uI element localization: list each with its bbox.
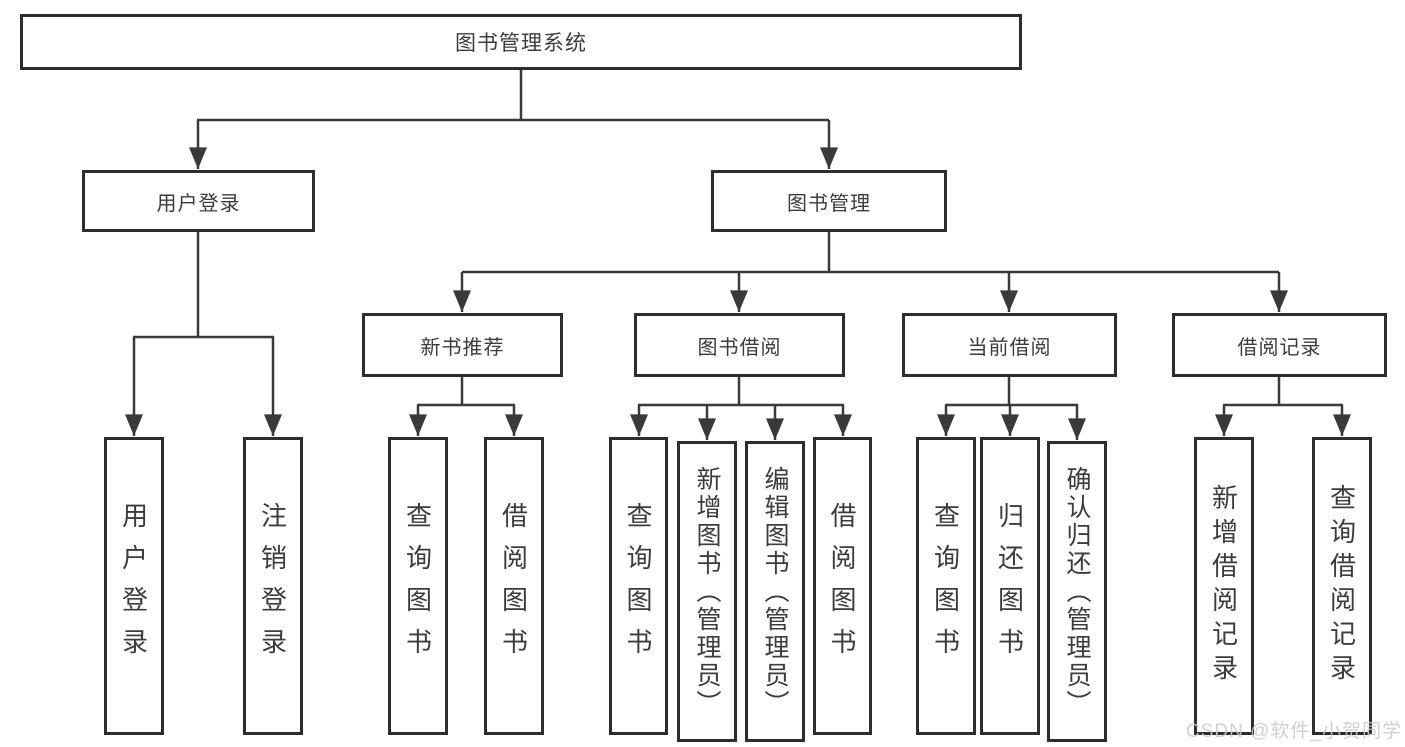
node-book-borrow: 图书借阅 bbox=[634, 313, 845, 377]
leaf-return-books: 归还图书 bbox=[980, 437, 1040, 735]
leaf-logout: 注销登录 bbox=[243, 437, 303, 735]
leaf-add-borrow-record: 新增借阅记录 bbox=[1194, 437, 1254, 735]
connector-current-borrow bbox=[937, 377, 1086, 440]
node-borrow-records: 借阅记录 bbox=[1172, 313, 1387, 377]
leaf-query-books-2: 查询图书 bbox=[609, 437, 668, 735]
leaf-borrow-books-2: 借阅图书 bbox=[813, 437, 872, 735]
leaf-query-books-3: 查询图书 bbox=[916, 437, 976, 735]
csdn-watermark: CSDN @软件_小贺同学 bbox=[1186, 721, 1402, 742]
leaf-confirm-return-admin: 确认归还（管理员） bbox=[1047, 441, 1107, 742]
connector-new-book bbox=[409, 377, 523, 436]
connector-book-borrow bbox=[630, 377, 852, 440]
node-book-management: 图书管理 bbox=[711, 170, 947, 232]
node-user-login: 用户登录 bbox=[82, 170, 315, 232]
node-current-borrow: 当前借阅 bbox=[902, 313, 1117, 377]
connector-book-mgmt bbox=[453, 232, 1288, 312]
node-new-book-recommend: 新书推荐 bbox=[362, 313, 563, 377]
connector-user-login bbox=[125, 232, 282, 436]
node-system-root: 图书管理系统 bbox=[20, 14, 1022, 70]
leaf-query-borrow-record: 查询借阅记录 bbox=[1312, 437, 1372, 735]
leaf-borrow-books-1: 借阅图书 bbox=[484, 437, 544, 735]
leaf-query-books-1: 查询图书 bbox=[388, 437, 448, 735]
leaf-edit-books-admin: 编辑图书（管理员） bbox=[745, 441, 805, 742]
leaf-user-login: 用户登录 bbox=[104, 437, 164, 735]
connector-root bbox=[189, 70, 838, 169]
leaf-add-books-admin: 新增图书（管理员） bbox=[677, 441, 737, 742]
connector-borrow-records bbox=[1215, 377, 1351, 436]
